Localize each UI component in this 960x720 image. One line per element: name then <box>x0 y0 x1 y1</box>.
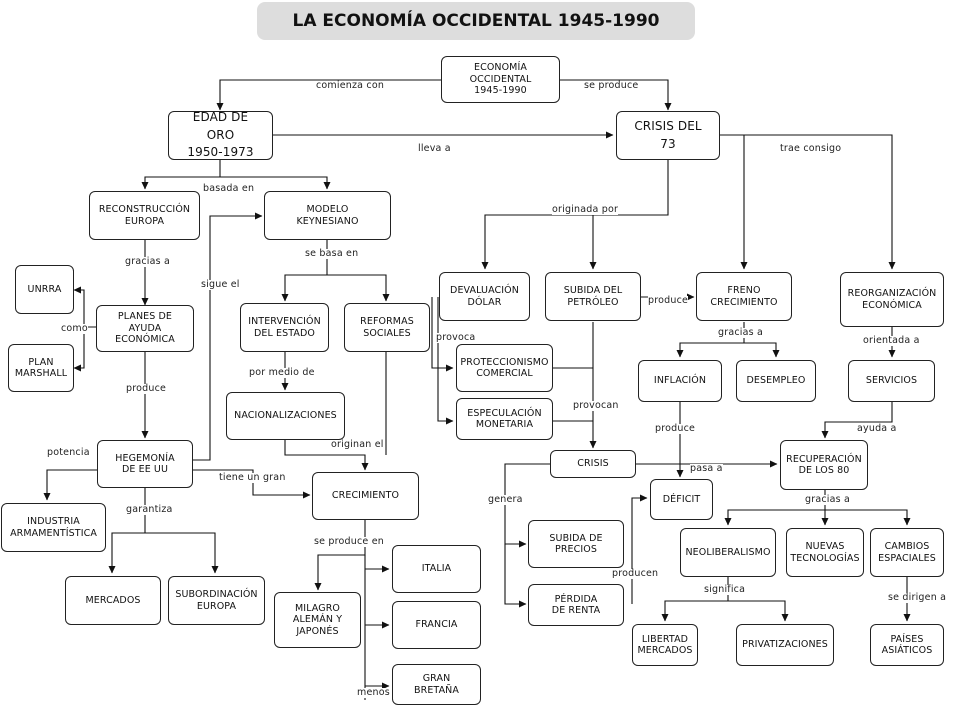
node-nuevas-tecnologias[interactable]: NUEVAS TECNOLOGÍAS <box>786 528 864 577</box>
map-title: LA ECONOMÍA OCCIDENTAL 1945-1990 <box>257 2 695 40</box>
node-mercados[interactable]: MERCADOS <box>65 576 161 625</box>
node-nacionalizaciones[interactable]: NACIONALIZACIONES <box>226 392 345 440</box>
node-recuperacion-80[interactable]: RECUPERACIÓN DE LOS 80 <box>780 440 868 490</box>
node-cambios-espaciales[interactable]: CAMBIOS ESPACIALES <box>870 528 944 577</box>
node-edad-de-oro[interactable]: EDAD DE ORO 1950-1973 <box>168 110 273 160</box>
link-label: basada en <box>203 183 255 194</box>
node-unrra[interactable]: UNRRA <box>15 265 74 314</box>
link-label: lleva a <box>418 143 451 154</box>
link-label: producen <box>612 568 659 579</box>
link-label: potencia <box>47 447 90 458</box>
link-label: se produce en <box>314 536 384 547</box>
link-label: significa <box>704 584 746 595</box>
node-freno-crecimiento[interactable]: FRENO CRECIMIENTO <box>696 272 792 321</box>
node-servicios[interactable]: SERVICIOS <box>848 360 935 402</box>
link-label: produce <box>655 423 696 434</box>
node-subida-petroleo[interactable]: SUBIDA DEL PETRÓLEO <box>545 272 641 321</box>
link-label: provocan <box>573 400 619 411</box>
node-paises-asiaticos[interactable]: PAÍSES ASIÁTICOS <box>870 624 944 666</box>
link-label: originan el <box>331 439 384 450</box>
node-gran-bretana[interactable]: GRAN BRETAÑA <box>392 664 481 705</box>
node-reorganizacion-economica[interactable]: REORGANIZACIÓN ECONÓMICA <box>840 272 944 327</box>
link-label: gracias a <box>718 327 764 338</box>
link-label: gracias a <box>805 494 851 505</box>
node-perdida-renta[interactable]: PÉRDIDA DE RENTA <box>528 584 624 626</box>
node-proteccionismo-comercial[interactable]: PROTECCIONISMO COMERCIAL <box>456 344 553 392</box>
link-label: se basa en <box>305 248 359 259</box>
link-label: sigue el <box>201 279 240 290</box>
link-label: ayuda a <box>857 423 897 434</box>
node-reformas-sociales[interactable]: REFORMAS SOCIALES <box>344 303 430 352</box>
link-label: genera <box>488 494 523 505</box>
link-label: como <box>61 323 88 334</box>
node-neoliberalismo[interactable]: NEOLIBERALISMO <box>680 528 776 577</box>
link-label: originada por <box>552 204 619 215</box>
node-deficit[interactable]: DÉFICIT <box>650 479 713 520</box>
node-crisis[interactable]: CRISIS <box>550 450 636 478</box>
link-label: produce <box>126 383 167 394</box>
node-subordinacion-europa[interactable]: SUBORDINACIÓN EUROPA <box>168 576 265 625</box>
node-inflacion[interactable]: INFLACIÓN <box>638 360 722 402</box>
link-label: provoca <box>436 332 476 343</box>
node-crecimiento[interactable]: CRECIMIENTO <box>312 472 419 520</box>
node-privatizaciones[interactable]: PRIVATIZACIONES <box>736 624 834 666</box>
link-label: orientada a <box>863 335 920 346</box>
node-economia-occidental[interactable]: ECONOMÍA OCCIDENTAL 1945-1990 <box>441 56 560 103</box>
link-label: tiene un gran <box>219 472 286 483</box>
link-label: menos <box>357 687 390 698</box>
node-reconstruccion-europa[interactable]: RECONSTRUCCIÓN EUROPA <box>89 191 200 240</box>
node-intervencion-estado[interactable]: INTERVENCIÓN DEL ESTADO <box>240 303 329 352</box>
node-modelo-keynesiano[interactable]: MODELO KEYNESIANO <box>264 191 391 240</box>
link-label: gracias a <box>125 256 171 267</box>
node-libertad-mercados[interactable]: LIBERTAD MERCADOS <box>632 624 698 666</box>
node-devaluacion-dolar[interactable]: DEVALUACIÓN DÓLAR <box>439 272 530 321</box>
link-label: por medio de <box>249 367 315 378</box>
link-label: se dirigen a <box>888 592 947 603</box>
node-plan-marshall[interactable]: PLAN MARSHALL <box>8 344 74 392</box>
node-francia[interactable]: FRANCIA <box>392 601 481 649</box>
node-industria-armamentistica[interactable]: INDUSTRIA ARMAMENTÍSTICA <box>1 503 106 552</box>
node-subida-precios[interactable]: SUBIDA DE PRECIOS <box>528 520 624 568</box>
map-title-text: LA ECONOMÍA OCCIDENTAL 1945-1990 <box>292 11 660 31</box>
node-especulacion-monetaria[interactable]: ESPECULACIÓN MONETARIA <box>456 398 553 440</box>
link-label: produce <box>648 295 689 306</box>
link-label: pasa a <box>690 463 723 474</box>
node-milagro-aleman-japones[interactable]: MILAGRO ALEMÁN Y JAPONÉS <box>274 592 361 648</box>
link-label: se produce <box>584 80 639 91</box>
node-planes-de-ayuda[interactable]: PLANES DE AYUDA ECONÓMICA <box>96 305 194 352</box>
node-italia[interactable]: ITALIA <box>392 545 481 593</box>
link-label: garantiza <box>126 504 173 515</box>
link-label: trae consigo <box>780 143 842 154</box>
link-label: comienza con <box>316 80 385 91</box>
node-desempleo[interactable]: DESEMPLEO <box>736 360 816 402</box>
node-crisis-del-73[interactable]: CRISIS DEL 73 <box>616 111 720 160</box>
node-hegemonia-ee-uu[interactable]: HEGEMONÍA DE EE UU <box>97 440 193 488</box>
